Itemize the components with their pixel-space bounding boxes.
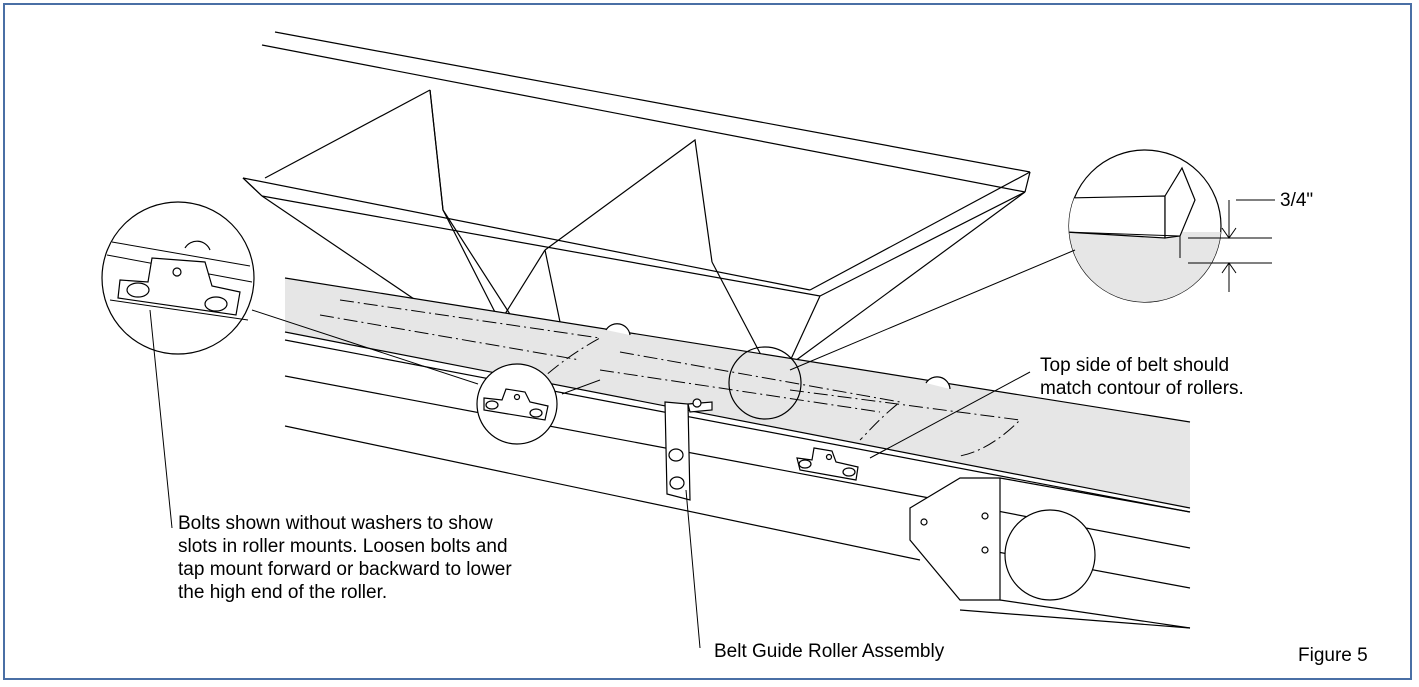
detail-circle-left — [101, 201, 255, 355]
hopper-rim-top — [274, 31, 1031, 173]
figure-frame — [3, 3, 1412, 680]
belt-contour-note: Top side of belt should match contour of… — [1040, 355, 1244, 399]
leader-belt-contour — [869, 371, 1031, 459]
leader-left-circle — [251, 309, 479, 385]
end-frame-bracket — [909, 477, 1191, 629]
roller-2 — [925, 376, 951, 390]
belt-guide-roller-post — [664, 398, 713, 501]
detail-circle-belt-edge — [728, 346, 802, 420]
dimension-marker — [1188, 199, 1275, 292]
roller-1 — [605, 323, 631, 336]
roller-mount-bracket — [796, 447, 859, 481]
dimension-label: 3/4" — [1280, 190, 1314, 211]
detail-circle-right — [1068, 149, 1222, 303]
figure-label: Figure 5 — [1298, 645, 1368, 666]
belt — [285, 278, 1190, 508]
leader-guide-roller — [685, 489, 701, 649]
bolts-note: Bolts shown without washers to show slot… — [178, 513, 512, 603]
hopper-rim-inner — [261, 44, 1026, 193]
guide-roller-label: Belt Guide Roller Assembly — [714, 641, 945, 662]
leader-right-circle — [789, 249, 1076, 371]
leader-bolts — [149, 309, 173, 529]
